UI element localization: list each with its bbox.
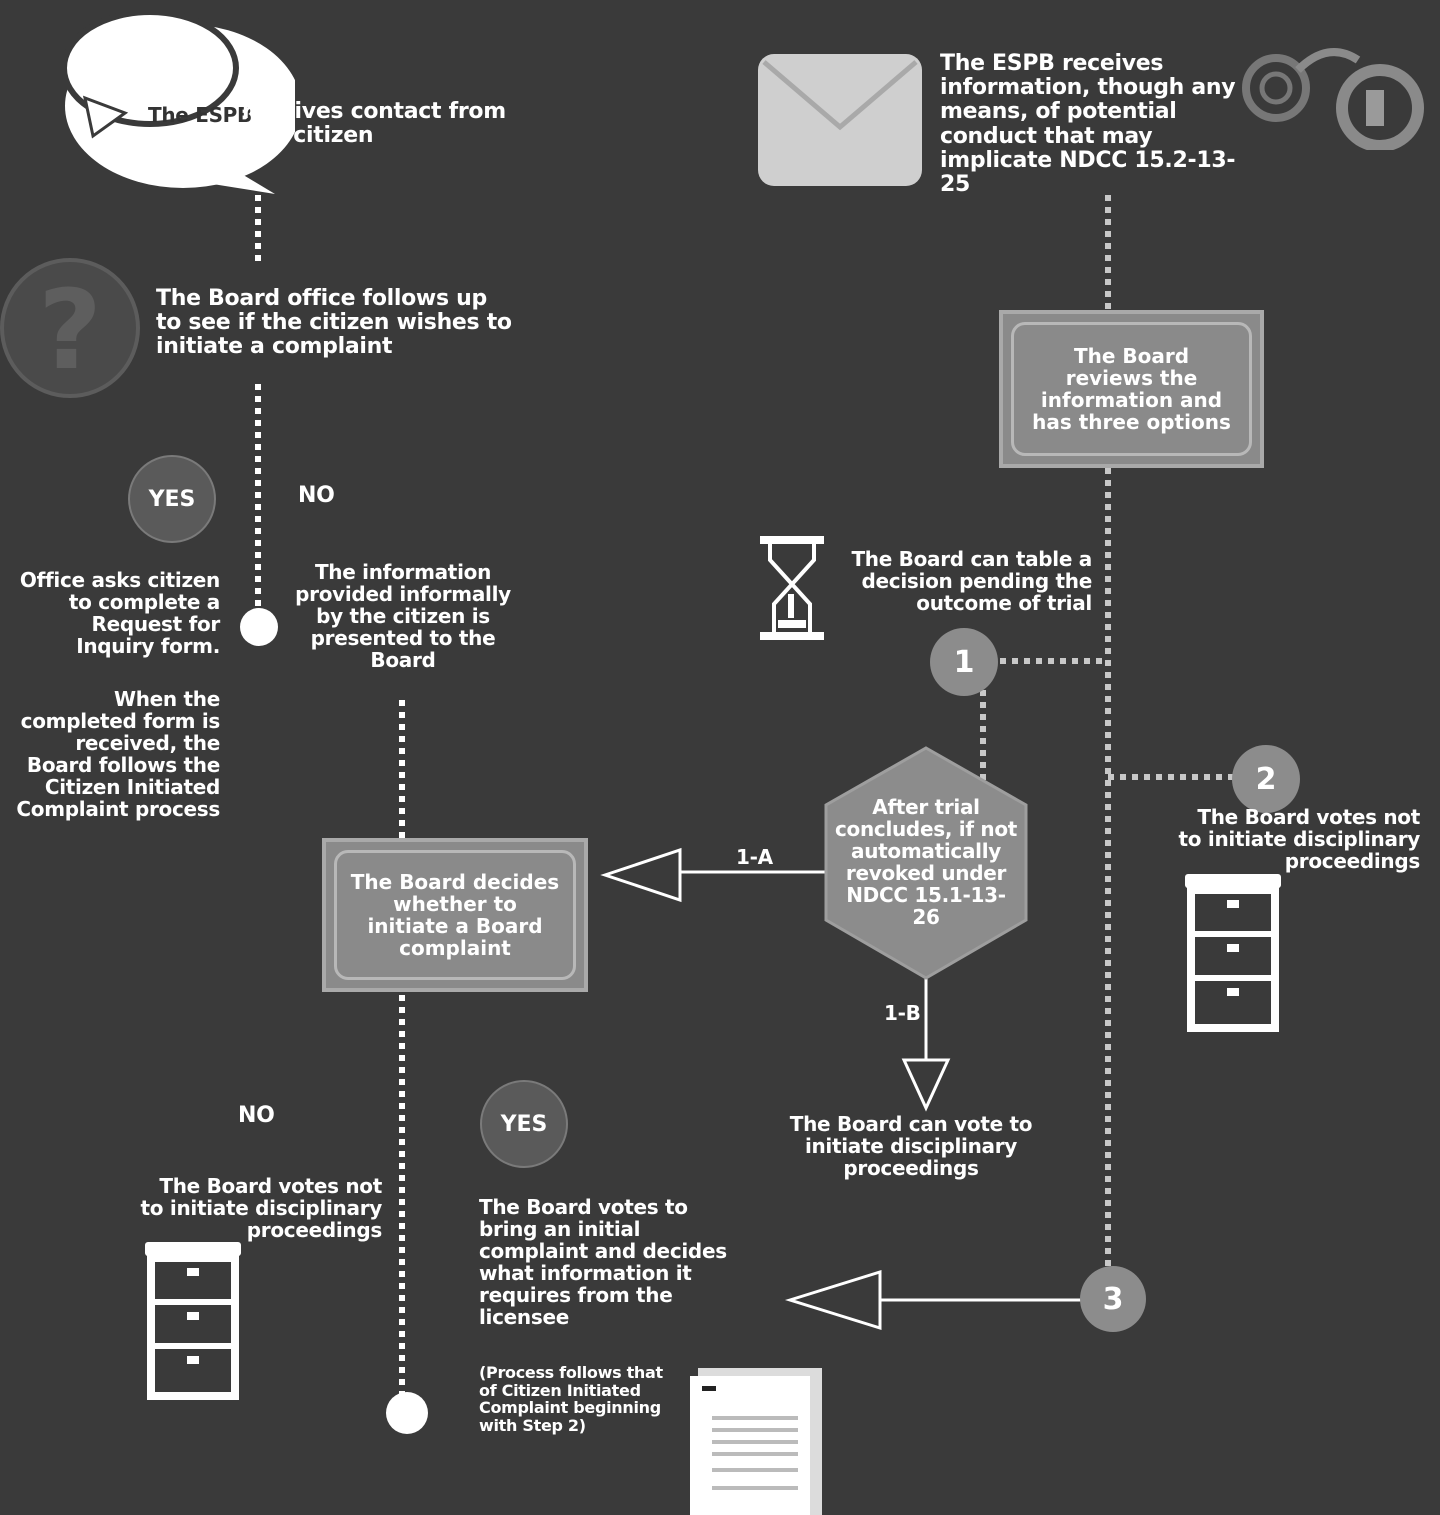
- document-icon: [690, 1368, 822, 1515]
- envelope-icon: [758, 54, 922, 186]
- votes-not-left-text: The Board votes not to initiate discipli…: [140, 1174, 383, 1242]
- office-asks-text: Office asks citizen to complete a Reques…: [19, 568, 220, 658]
- can-vote-text: The Board can vote to initiate disciplin…: [789, 1112, 1033, 1180]
- board-reviews-box: The Board reviews the information and ha…: [999, 310, 1264, 468]
- filing-cabinet-icon-right: [1185, 874, 1281, 1032]
- board-reviews-text: The Board reviews the information and ha…: [1032, 344, 1231, 434]
- yes-badge-2: YES: [480, 1080, 568, 1168]
- info-presented-text: The information provided informally by t…: [295, 560, 511, 672]
- after-trial-text: After trial concludes, if not automatica…: [834, 795, 1018, 929]
- question-mark-icon: ?: [0, 258, 140, 398]
- votes-not-right-text: The Board votes not to initiate discipli…: [1178, 805, 1421, 873]
- receives-contact-text: receives contact from any citizen: [242, 99, 506, 149]
- espb-label: The ESPB: [148, 103, 252, 127]
- label-1b: 1-B: [884, 1001, 921, 1025]
- process-follows-text: (Process follows that of Citizen Initiat…: [479, 1363, 663, 1435]
- option-2-badge: 2: [1232, 745, 1300, 813]
- yes-badge-1: YES: [128, 455, 216, 543]
- receives-info-text: The ESPB receives information, though an…: [940, 51, 1236, 197]
- option-1-badge: 1: [930, 628, 998, 696]
- end-node-left-2: [386, 1392, 428, 1434]
- speech-bubbles-icon: [61, 9, 295, 194]
- filing-cabinet-icon-left: [145, 1242, 241, 1400]
- followup-text: The Board office follows up to see if th…: [156, 286, 512, 360]
- when-completed-text: When the completed form is received, the…: [16, 687, 220, 821]
- handcuffs-icon: [1242, 48, 1424, 150]
- no-label-2: NO: [238, 1103, 275, 1128]
- hourglass-icon: [760, 536, 824, 640]
- svg-text:?: ?: [38, 266, 102, 394]
- option-3-badge: 3: [1080, 1266, 1146, 1332]
- label-1a: 1-A: [736, 845, 773, 869]
- board-decides-text: The Board decides whether to initiate a …: [350, 870, 560, 960]
- end-node-left-1: [240, 608, 278, 646]
- table-decision-text: The Board can table a decision pending t…: [851, 547, 1092, 615]
- votes-bring-text: The Board votes to bring an initial comp…: [479, 1195, 727, 1329]
- after-trial-hexagon: [824, 746, 1028, 980]
- board-decides-box: The Board decides whether to initiate a …: [322, 838, 588, 992]
- no-label-1: NO: [298, 483, 335, 508]
